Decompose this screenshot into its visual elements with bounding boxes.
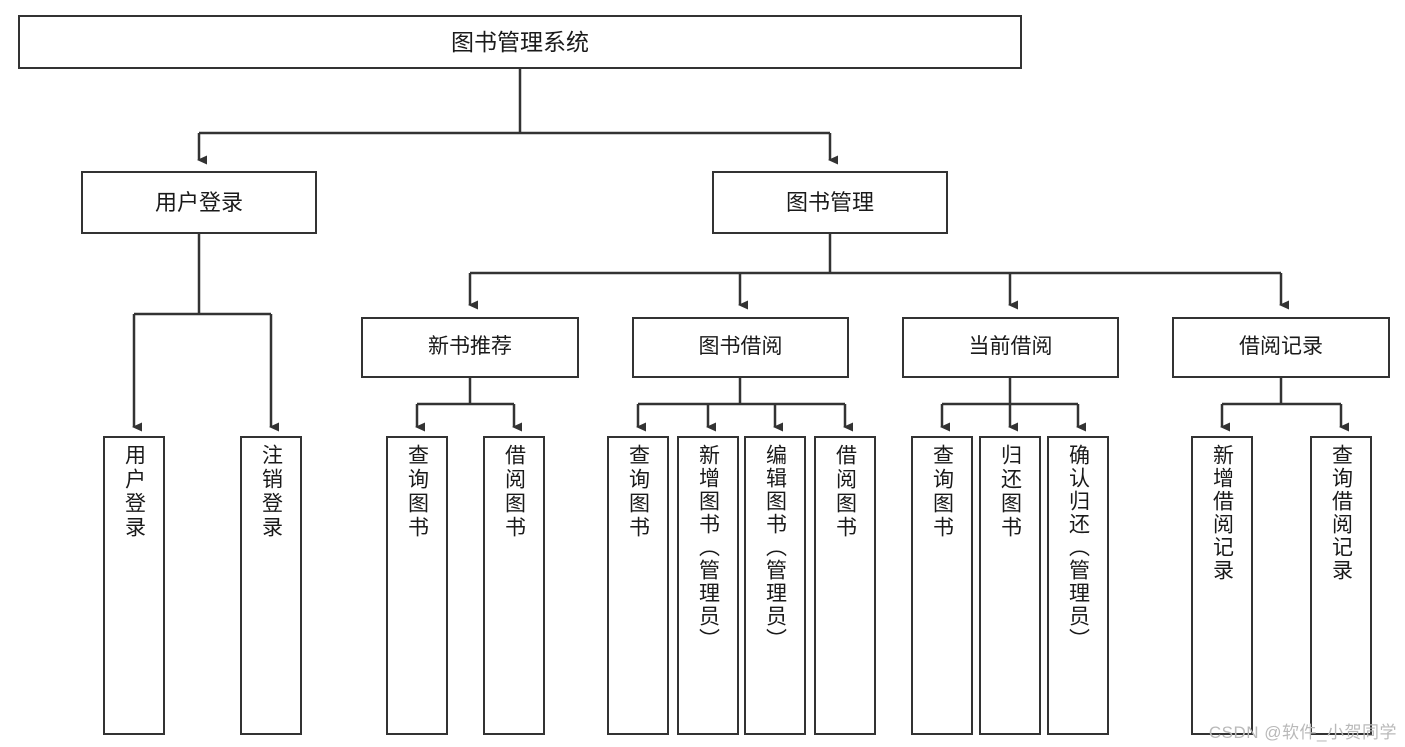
node-label: 当前借阅 — [968, 335, 1053, 359]
node-root-system[interactable]: 图书管理系统 — [18, 15, 1022, 69]
leaf-recommend-query-book[interactable]: 查询图书 — [386, 436, 448, 735]
leaf-record-add-record[interactable]: 新增借阅记录 — [1191, 436, 1253, 735]
node-label: 图书借阅 — [698, 335, 783, 359]
node-label: 查询图书 — [626, 444, 650, 540]
node-user-login[interactable]: 用户登录 — [81, 171, 317, 234]
leaf-user-login-signout[interactable]: 注销登录 — [240, 436, 302, 735]
node-label: 编辑图书（管理员） — [763, 444, 787, 651]
leaf-recommend-borrow-book[interactable]: 借阅图书 — [483, 436, 545, 735]
node-book-borrow[interactable]: 图书借阅 — [632, 317, 849, 378]
leaf-borrow-add-book-admin[interactable]: 新增图书（管理员） — [677, 436, 739, 735]
leaf-borrow-query-book[interactable]: 查询图书 — [607, 436, 669, 735]
node-label: 用户登录 — [154, 189, 243, 215]
node-new-book-recommend[interactable]: 新书推荐 — [361, 317, 579, 378]
leaf-user-login-signin[interactable]: 用户登录 — [103, 436, 165, 735]
node-label: 借阅图书 — [833, 444, 857, 540]
leaf-record-query-record[interactable]: 查询借阅记录 — [1310, 436, 1372, 735]
node-label: 新书推荐 — [428, 335, 512, 359]
watermark-text: CSDN @软件_小贺同学 — [1208, 723, 1397, 742]
node-borrow-record[interactable]: 借阅记录 — [1172, 317, 1390, 378]
leaf-borrow-borrow-book[interactable]: 借阅图书 — [814, 436, 876, 735]
node-label: 用户登录 — [122, 444, 146, 540]
leaf-current-query-book[interactable]: 查询图书 — [911, 436, 973, 735]
node-book-management[interactable]: 图书管理 — [712, 171, 948, 234]
node-label: 借阅记录 — [1239, 335, 1323, 359]
node-label: 图书管理系统 — [451, 28, 589, 55]
leaf-current-return-book[interactable]: 归还图书 — [979, 436, 1041, 735]
leaf-current-confirm-return-admin[interactable]: 确认归还（管理员） — [1047, 436, 1109, 735]
node-label: 借阅图书 — [502, 444, 526, 540]
node-label: 查询图书 — [405, 444, 429, 540]
node-label: 新增图书（管理员） — [696, 444, 720, 651]
node-label: 图书管理 — [785, 189, 874, 215]
node-label: 查询借阅记录 — [1329, 444, 1353, 582]
node-label: 归还图书 — [998, 444, 1022, 540]
node-label: 确认归还（管理员） — [1066, 444, 1090, 651]
leaf-borrow-edit-book-admin[interactable]: 编辑图书（管理员） — [744, 436, 806, 735]
node-label: 查询图书 — [930, 444, 954, 540]
node-label: 新增借阅记录 — [1210, 444, 1234, 582]
node-current-borrow[interactable]: 当前借阅 — [902, 317, 1119, 378]
node-label: 注销登录 — [259, 444, 283, 540]
